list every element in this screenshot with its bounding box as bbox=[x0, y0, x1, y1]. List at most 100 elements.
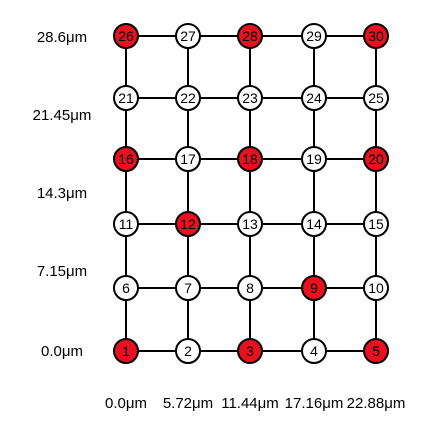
node-label-15: 15 bbox=[368, 216, 384, 232]
node-circle-20 bbox=[363, 146, 389, 172]
node-label-22: 22 bbox=[180, 90, 196, 106]
node-circle-22 bbox=[175, 85, 201, 111]
node-circle-13 bbox=[237, 211, 263, 237]
node-label-16: 16 bbox=[118, 151, 134, 167]
node-label-4: 4 bbox=[310, 343, 318, 359]
x-label-0-0: 0.0μm bbox=[105, 395, 147, 412]
node-label-1: 1 bbox=[122, 343, 130, 359]
grid-edges bbox=[125, 35, 377, 352]
x-axis-labels: 0.0μm 5.72μm 11.44μm 17.16μm 22.88μm bbox=[105, 395, 405, 412]
grid-node-8: 8 bbox=[237, 275, 263, 301]
x-label-5-72: 5.72μm bbox=[163, 395, 213, 412]
node-circle-8 bbox=[237, 275, 263, 301]
grid-node-25: 25 bbox=[363, 85, 389, 111]
grid-node-5: 5 bbox=[363, 338, 389, 364]
node-label-27: 27 bbox=[180, 28, 196, 44]
node-label-25: 25 bbox=[368, 90, 384, 106]
node-circle-10 bbox=[363, 275, 389, 301]
node-circle-17 bbox=[175, 146, 201, 172]
node-label-30: 30 bbox=[368, 28, 384, 44]
node-label-23: 23 bbox=[242, 90, 258, 106]
node-label-29: 29 bbox=[306, 28, 322, 44]
y-axis-labels: 28.6μm 21.45μm 14.3μm 7.15μm 0.0μm bbox=[33, 29, 92, 360]
x-label-22-88: 22.88μm bbox=[347, 395, 406, 412]
node-label-26: 26 bbox=[118, 28, 134, 44]
node-circle-25 bbox=[363, 85, 389, 111]
node-circle-3 bbox=[237, 338, 263, 364]
grid-node-4: 4 bbox=[301, 338, 327, 364]
grid-node-12: 12 bbox=[175, 211, 201, 237]
node-circle-21 bbox=[113, 85, 139, 111]
node-label-28: 28 bbox=[242, 28, 258, 44]
node-circle-29 bbox=[301, 23, 327, 49]
node-label-2: 2 bbox=[184, 343, 192, 359]
node-circle-9 bbox=[301, 275, 327, 301]
node-label-10: 10 bbox=[368, 280, 384, 296]
node-label-20: 20 bbox=[368, 151, 384, 167]
grid-node-22: 22 bbox=[175, 85, 201, 111]
node-circle-7 bbox=[175, 275, 201, 301]
grid-node-3: 3 bbox=[237, 338, 263, 364]
grid-node-27: 27 bbox=[175, 23, 201, 49]
node-label-18: 18 bbox=[242, 151, 258, 167]
y-label-14-3: 14.3μm bbox=[37, 185, 87, 202]
node-circle-6 bbox=[113, 275, 139, 301]
y-label-0-0: 0.0μm bbox=[41, 343, 83, 360]
grid-node-17: 17 bbox=[175, 146, 201, 172]
node-circle-24 bbox=[301, 85, 327, 111]
node-label-19: 19 bbox=[306, 151, 322, 167]
node-circle-4 bbox=[301, 338, 327, 364]
node-circle-2 bbox=[175, 338, 201, 364]
node-label-13: 13 bbox=[242, 216, 258, 232]
grid-node-15: 15 bbox=[363, 211, 389, 237]
grid-node-18: 18 bbox=[237, 146, 263, 172]
node-circle-11 bbox=[113, 211, 139, 237]
node-circle-14 bbox=[301, 211, 327, 237]
grid-node-10: 10 bbox=[363, 275, 389, 301]
grid-node-24: 24 bbox=[301, 85, 327, 111]
grid-node-28: 28 bbox=[237, 23, 263, 49]
node-label-3: 3 bbox=[246, 343, 254, 359]
grid-node-11: 11 bbox=[113, 211, 139, 237]
node-label-8: 8 bbox=[246, 280, 254, 296]
grid-node-1: 1 bbox=[113, 338, 139, 364]
grid-node-23: 23 bbox=[237, 85, 263, 111]
node-circle-19 bbox=[301, 146, 327, 172]
grid-node-6: 6 bbox=[113, 275, 139, 301]
grid-node-16: 16 bbox=[113, 146, 139, 172]
node-circle-12 bbox=[175, 211, 201, 237]
node-label-12: 12 bbox=[180, 216, 196, 232]
grid-node-30: 30 bbox=[363, 23, 389, 49]
grid-node-20: 20 bbox=[363, 146, 389, 172]
node-label-11: 11 bbox=[119, 216, 134, 232]
grid-node-19: 19 bbox=[301, 146, 327, 172]
y-label-7-15: 7.15μm bbox=[37, 263, 87, 280]
y-label-21-45: 21.45μm bbox=[33, 107, 92, 124]
node-circle-15 bbox=[363, 211, 389, 237]
node-circle-26 bbox=[113, 23, 139, 49]
node-label-24: 24 bbox=[306, 90, 322, 106]
node-circle-27 bbox=[175, 23, 201, 49]
node-label-14: 14 bbox=[306, 216, 322, 232]
node-circle-1 bbox=[113, 338, 139, 364]
node-label-6: 6 bbox=[122, 280, 130, 296]
grid-node-9: 9 bbox=[301, 275, 327, 301]
grid-node-21: 21 bbox=[113, 85, 139, 111]
node-label-21: 21 bbox=[118, 90, 134, 106]
node-circle-16 bbox=[113, 146, 139, 172]
x-label-17-16: 17.16μm bbox=[285, 395, 344, 412]
grid-node-29: 29 bbox=[301, 23, 327, 49]
node-label-9: 9 bbox=[310, 280, 318, 296]
node-circle-28 bbox=[237, 23, 263, 49]
node-label-5: 5 bbox=[372, 343, 380, 359]
y-label-28-6: 28.6μm bbox=[37, 29, 87, 46]
node-circle-23 bbox=[237, 85, 263, 111]
node-circle-18 bbox=[237, 146, 263, 172]
grid-node-7: 7 bbox=[175, 275, 201, 301]
grid-node-14: 14 bbox=[301, 211, 327, 237]
grid-node-2: 2 bbox=[175, 338, 201, 364]
grid-node-26: 26 bbox=[113, 23, 139, 49]
node-label-17: 17 bbox=[180, 151, 196, 167]
